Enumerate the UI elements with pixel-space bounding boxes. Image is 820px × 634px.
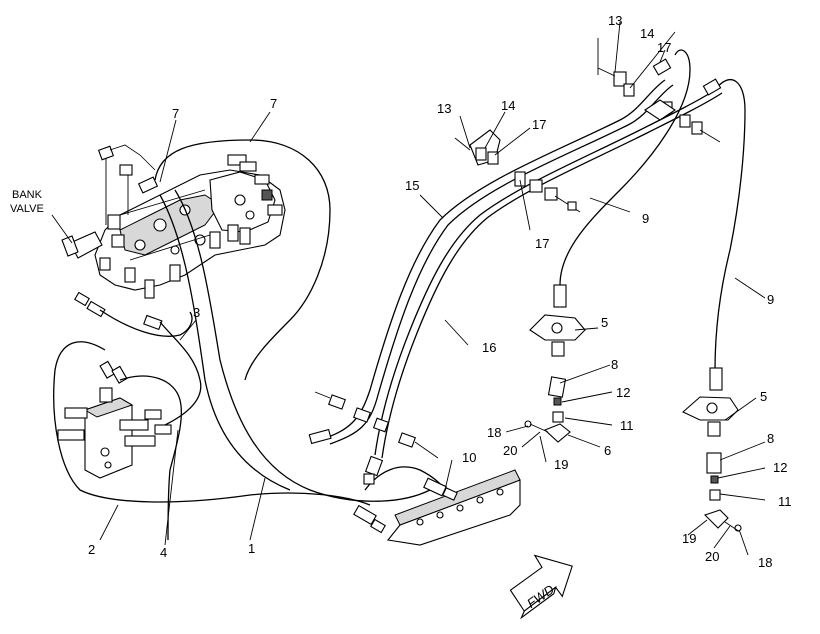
callout-12a: 12 [616, 385, 630, 400]
callout-8b: 8 [767, 431, 774, 446]
callout-3: 3 [193, 305, 200, 320]
leader-lines [51, 21, 766, 556]
hose-fittings [308, 391, 458, 534]
callout-7b: 7 [270, 96, 277, 111]
upper-bracket-group-b [597, 38, 722, 143]
fitting-stack-left [524, 284, 586, 443]
callout-11a: 11 [620, 418, 634, 433]
callout-19b: 19 [682, 531, 696, 546]
bank-valve-label-line1: BANK [12, 189, 43, 201]
forward-direction-arrow: FWD [509, 554, 573, 620]
callout-2: 2 [88, 542, 95, 557]
callout-labels: 7 7 3 2 4 1 15 16 13 14 17 17 9 9 5 8 12… [10, 13, 792, 570]
callout-13a: 13 [437, 101, 451, 116]
callout-5b: 5 [760, 389, 767, 404]
callout-4: 4 [160, 545, 167, 560]
callout-17a: 17 [532, 117, 546, 132]
callout-14b: 14 [640, 26, 654, 41]
callout-7a: 7 [172, 106, 179, 121]
callout-17b: 17 [535, 236, 549, 251]
callout-18a: 18 [487, 425, 501, 440]
callout-15: 15 [405, 178, 419, 193]
callout-10: 10 [462, 450, 476, 465]
hose-lines [53, 49, 746, 541]
upper-bracket-group-a [454, 129, 581, 213]
callout-9a: 9 [642, 211, 649, 226]
callout-20b: 20 [705, 549, 719, 564]
bank-valve-label-line2: VALVE [10, 203, 44, 215]
frame-manifold-block [386, 469, 521, 546]
callout-13b: 13 [608, 13, 622, 28]
callout-8a: 8 [611, 357, 618, 372]
callout-9b: 9 [767, 292, 774, 307]
callout-11b: 11 [778, 494, 792, 509]
callout-19a: 19 [554, 457, 568, 472]
bank-valve-assembly [61, 144, 286, 299]
callout-16: 16 [482, 340, 496, 355]
callout-18b: 18 [758, 555, 772, 570]
callout-1: 1 [248, 541, 255, 556]
callout-6: 6 [604, 443, 611, 458]
callout-12b: 12 [773, 460, 787, 475]
callout-14a: 14 [501, 98, 515, 113]
callout-5a: 5 [601, 315, 608, 330]
callout-17c: 17 [657, 40, 671, 55]
callout-20a: 20 [503, 443, 517, 458]
pilot-control-valve [57, 387, 172, 479]
fitting-stack-right [682, 367, 742, 533]
